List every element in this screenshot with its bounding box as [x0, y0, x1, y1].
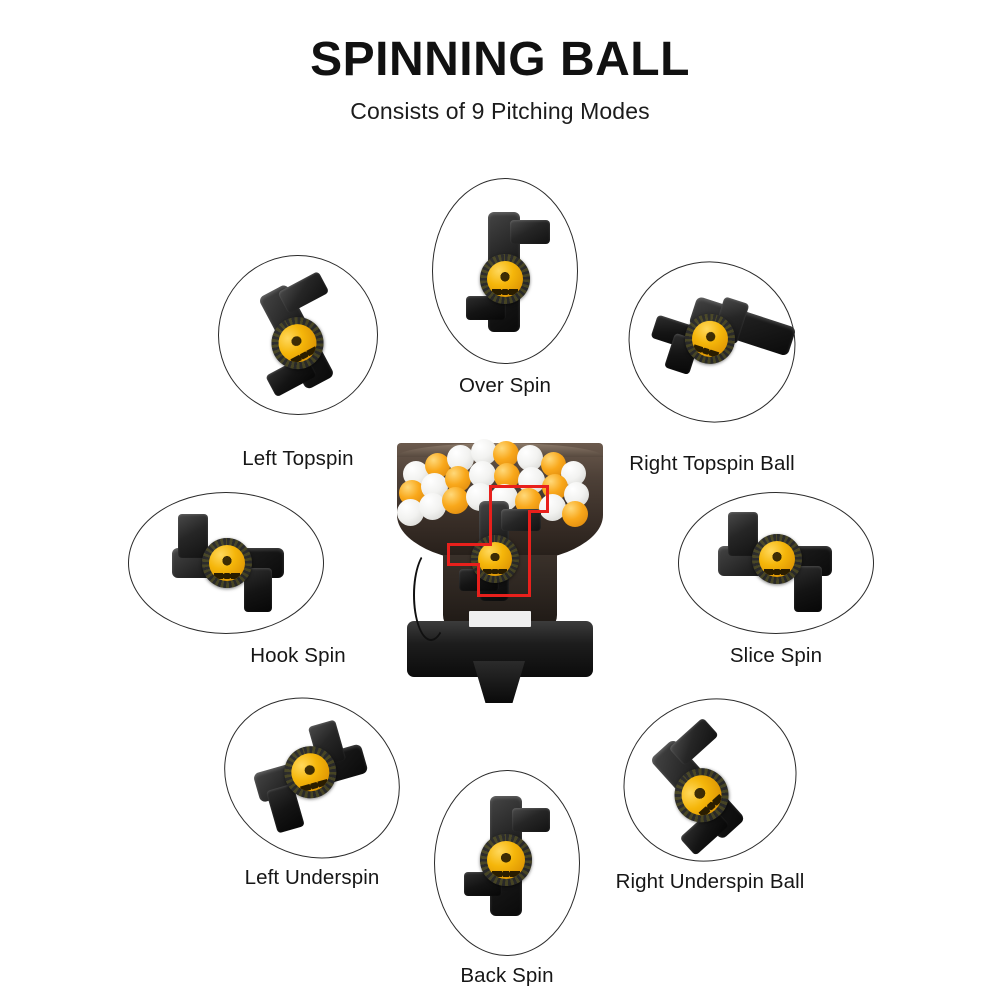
- mode-label-right-underspin-ball: Right Underspin Ball: [615, 870, 805, 893]
- ping-pong-ball-serving-machine: [385, 425, 615, 703]
- mode-slice-spin[interactable]: Slice Spin: [678, 492, 874, 667]
- power-cable: [413, 549, 449, 641]
- mode-label-left-underspin: Left Underspin: [244, 866, 380, 889]
- spin-device-over-spin: [466, 210, 550, 334]
- mode-label-hook-spin: Hook Spin: [250, 644, 346, 667]
- page-subtitle: Consists of 9 Pitching Modes: [350, 98, 650, 124]
- mode-left-topspin[interactable]: Left Topspin: [193, 230, 403, 470]
- page-title: SPINNING BALL: [310, 33, 690, 86]
- mode-over-spin[interactable]: Over Spin: [432, 178, 578, 397]
- spin-device-slice-spin: [708, 512, 842, 616]
- mode-label-slice-spin: Slice Spin: [729, 644, 823, 667]
- mode-left-underspin[interactable]: Left Underspin: [196, 668, 428, 889]
- mode-right-topspin-ball[interactable]: Right Topspin Ball: [604, 236, 820, 475]
- mode-hook-spin[interactable]: Hook Spin: [128, 492, 346, 667]
- base-label-strip: [469, 611, 531, 627]
- ball-chute: [473, 661, 525, 703]
- mode-right-underspin-ball[interactable]: Right Underspin Ball: [595, 669, 825, 893]
- mode-back-spin[interactable]: Back Spin: [434, 770, 580, 987]
- mode-label-left-topspin: Left Topspin: [242, 447, 354, 470]
- spin-device-hook-spin: [160, 514, 292, 614]
- header: SPINNING BALL Consists of 9 Pitching Mod…: [0, 0, 1000, 125]
- mode-label-over-spin: Over Spin: [458, 374, 552, 397]
- mode-label-back-spin: Back Spin: [460, 964, 554, 987]
- spin-device-back-spin: [464, 794, 550, 918]
- mode-label-right-topspin-ball: Right Topspin Ball: [629, 452, 795, 475]
